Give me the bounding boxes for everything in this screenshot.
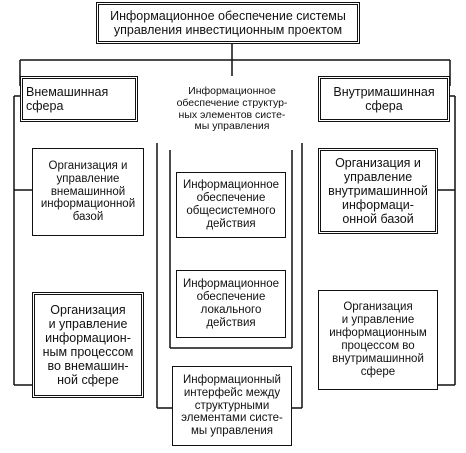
center-header-box: Информационное обеспечение структур- ных… [165, 76, 299, 143]
center-box-1: Информационное обеспечение общесистемног… [176, 172, 286, 238]
top-title-box: Информационное обеспечение системы управ… [96, 2, 360, 44]
center-box-2: Информационное обеспечение локального де… [176, 270, 286, 338]
center-box-3: Информационный интерфейс между структурн… [172, 366, 292, 446]
left-header-box: Внемашинная сфера [20, 76, 138, 122]
left-box-2: Организация и управление информацион- ны… [32, 292, 144, 398]
right-header-box: Внутримашинная сфера [318, 76, 450, 122]
right-box-2: Организация и управление информационным … [318, 290, 438, 390]
left-box-1: Организация и управление внемашинной инф… [32, 148, 144, 236]
right-box-1: Организация и управление внутримашинной … [318, 148, 438, 234]
